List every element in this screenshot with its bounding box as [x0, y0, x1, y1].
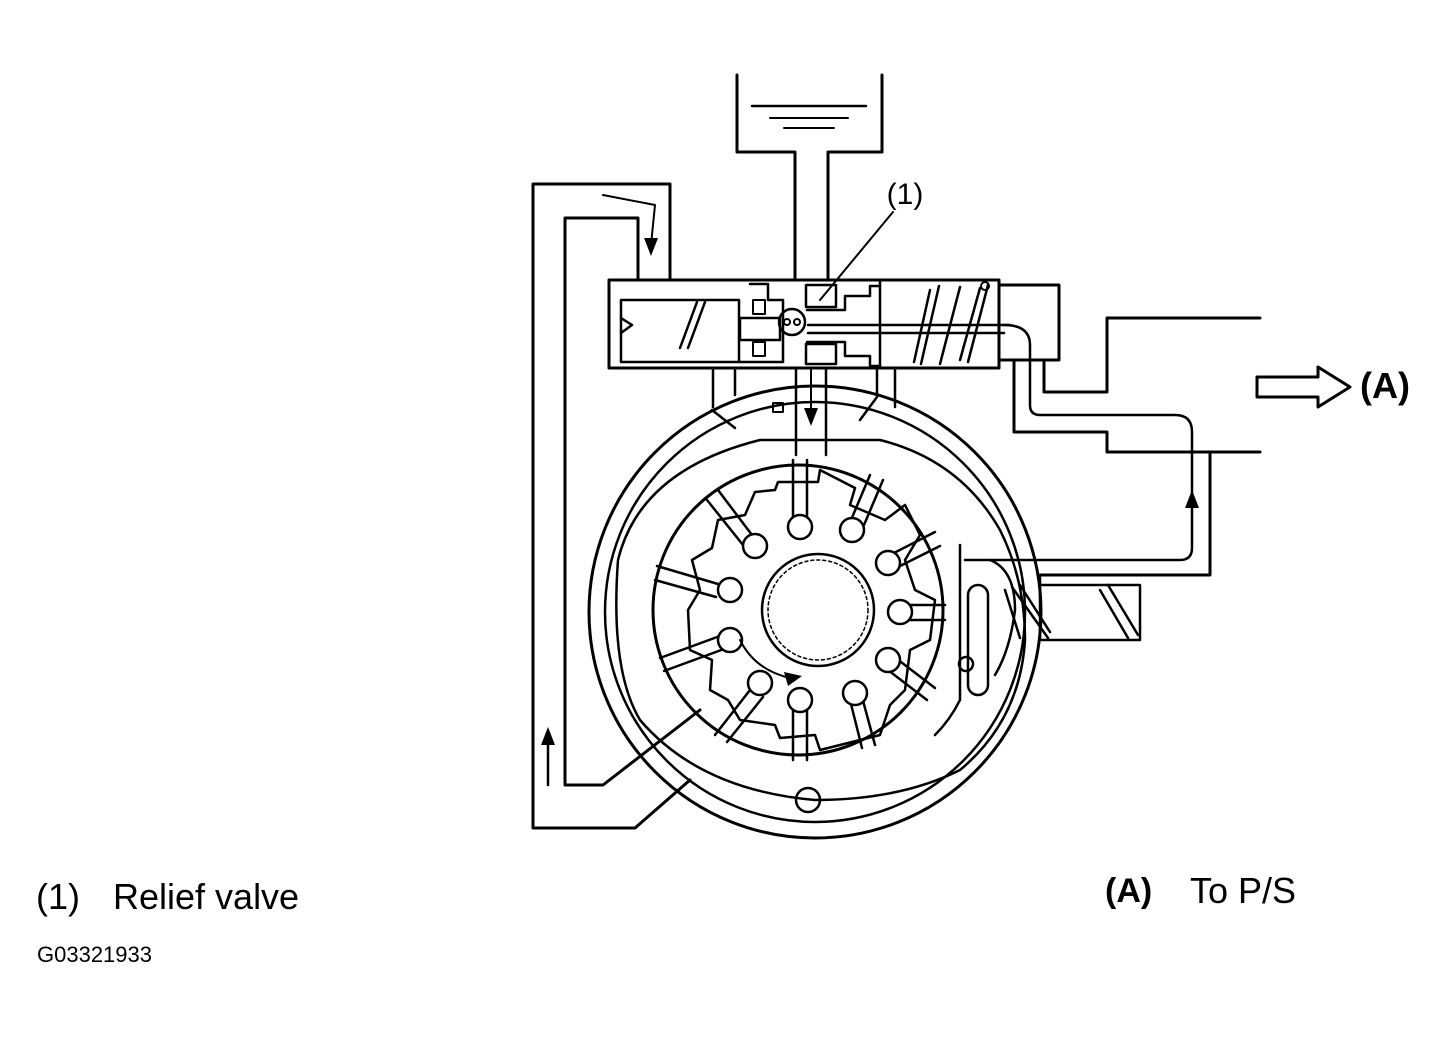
cam-ring: [651, 463, 945, 757]
legend-item-a-number: (A): [1105, 872, 1153, 910]
callout-1: (1): [887, 178, 924, 211]
outlet-label: (A): [1360, 365, 1410, 406]
reservoir-tank: [735, 73, 884, 282]
flow-arrow-down-icon: [804, 408, 818, 426]
flow-arrow-icons: [541, 238, 1199, 745]
valve-housing: [607, 278, 1061, 370]
pump-housing: [587, 384, 1043, 840]
figure-code: G03321933: [37, 942, 152, 967]
pump-vanes: [653, 458, 947, 762]
callout-leader: [819, 211, 894, 301]
outlet-arrow-icon: [1255, 365, 1352, 409]
return-passage: [531, 182, 702, 830]
rotation-arrow-icon: [784, 672, 802, 686]
drive-shaft: [760, 552, 876, 668]
flow-control-valve: [933, 543, 1142, 737]
outlet-pipe: [988, 316, 1262, 577]
flow-arrow-up-icon: [1185, 490, 1199, 508]
flow-arrow-down-icon: [644, 238, 658, 256]
legend-item-a-text: To P/S: [1190, 870, 1297, 911]
legend-item-1-number: (1): [36, 876, 80, 917]
pump-rotor: [686, 468, 937, 752]
flow-arrow-up-icon: [541, 727, 555, 745]
legend-item-1-text: Relief valve: [113, 876, 300, 917]
